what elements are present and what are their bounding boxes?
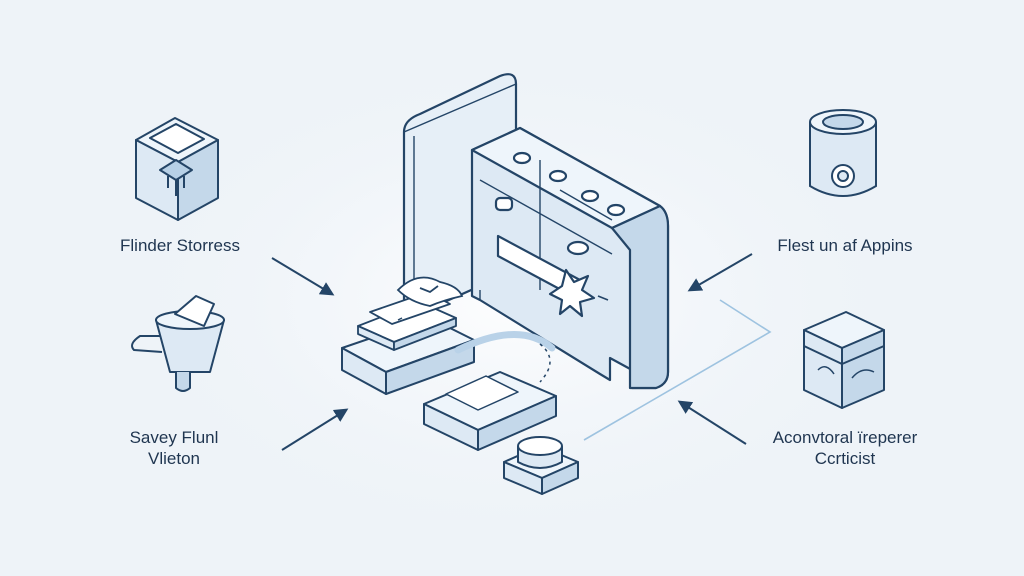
cup-block <box>503 436 579 495</box>
arrow-bottom-left <box>281 408 349 451</box>
arrow-top-left <box>271 257 335 296</box>
central-server-icon <box>402 73 670 390</box>
label-top-right: Flest un af Appins <box>755 235 935 256</box>
label-top-left: Flinder Storress <box>100 235 260 256</box>
label-bottom-left-line2: Vlieton <box>148 449 200 468</box>
label-top-right-text: Flest un af Appins <box>777 236 913 255</box>
label-bottom-right-line1: Aconvtoral ïreperer <box>772 428 918 447</box>
label-bottom-right: Aconvtoral ïreperer Ccrticist <box>740 427 950 469</box>
platform-small <box>423 371 557 451</box>
stacked-box-icon <box>803 311 885 409</box>
label-bottom-left: Savey Flunl Vlieton <box>104 427 244 469</box>
flow-curve <box>454 331 556 354</box>
label-bottom-right-line2: Ccrticist <box>814 449 876 468</box>
arrow-bottom-right <box>677 400 747 445</box>
cloth-piece <box>396 276 464 307</box>
arrow-top-right <box>687 253 753 292</box>
funnel-cup-icon <box>131 295 225 392</box>
label-bottom-left-line1: Savey Flunl <box>129 428 219 447</box>
storage-cube-icon <box>135 117 219 221</box>
cylinder-icon <box>809 109 877 197</box>
connector-line <box>583 299 772 441</box>
label-top-left-text: Flinder Storress <box>120 236 240 255</box>
